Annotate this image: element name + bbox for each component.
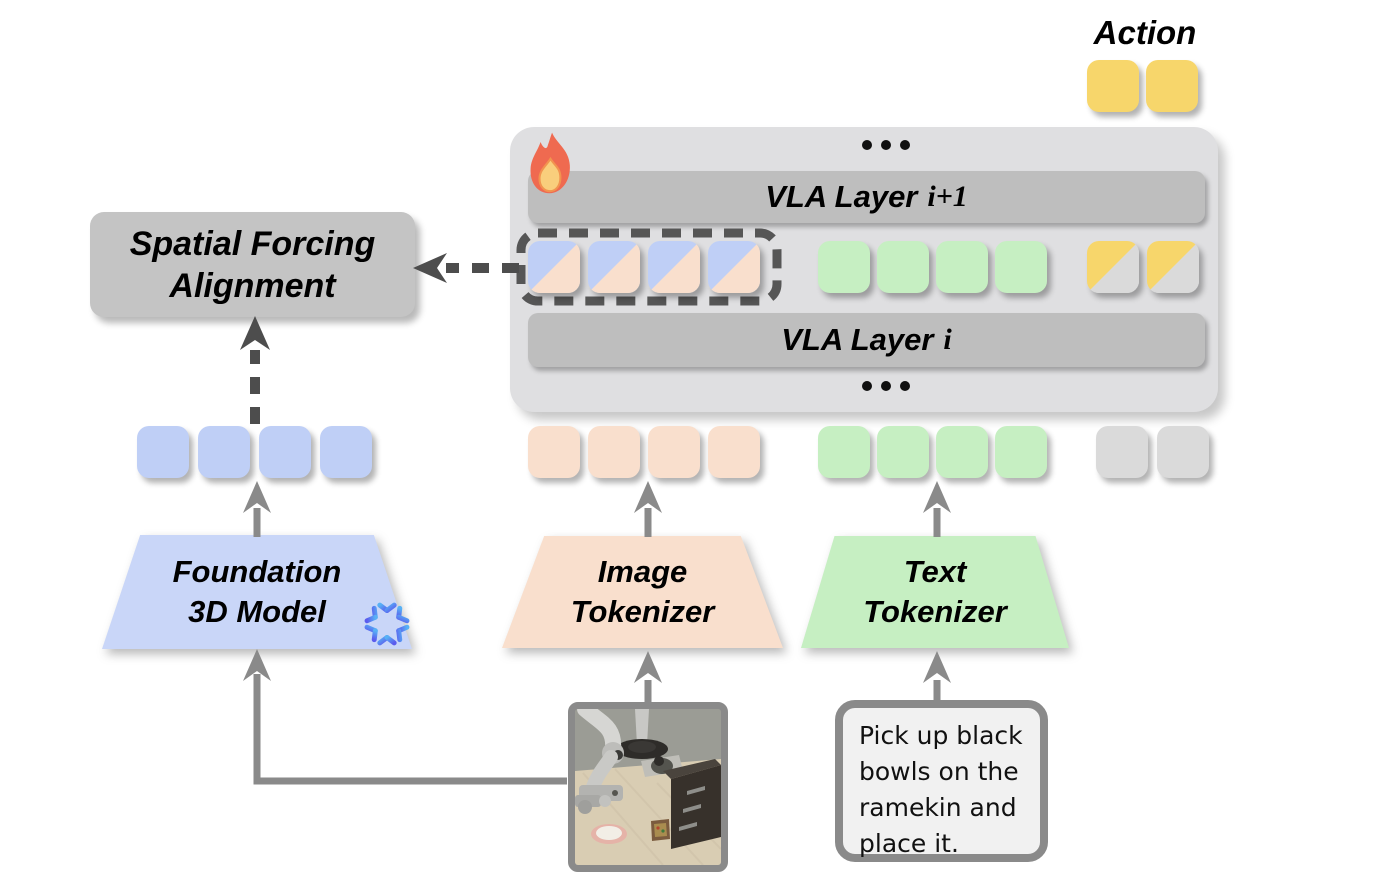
image-token: [588, 426, 640, 478]
text-input-token: [818, 426, 870, 478]
vla-layer-i1-bar: VLA Layer i+1: [528, 171, 1205, 223]
instruction-text-box: Pick up black bowls on the ramekin and p…: [835, 700, 1048, 862]
aligned-visual-token: [648, 241, 700, 293]
image-tokenizer-line2: Tokenizer: [570, 594, 715, 629]
empty-action-token: [1096, 426, 1148, 478]
3d-feature-token: [259, 426, 311, 478]
action-label: Action: [1093, 14, 1197, 51]
vla-layer-i-label: VLA Layer: [781, 322, 934, 357]
action-output-token: [1087, 60, 1139, 112]
spatial-forcing-alignment-box: Spatial Forcing Alignment: [90, 212, 415, 317]
empty-action-token: [1157, 426, 1209, 478]
instruction-line2: bowls on the: [859, 757, 1019, 786]
dashed-selection-border: [516, 228, 782, 306]
instruction-line4: place it.: [859, 829, 959, 858]
snowflake-icon: [364, 599, 410, 649]
aligned-visual-token: [588, 241, 640, 293]
vla-layer-i-index: i: [943, 323, 952, 356]
aligned-visual-token: [708, 241, 760, 293]
foundation-3d-model: Foundation 3D Model: [102, 535, 412, 649]
robot-scene-image: [568, 702, 728, 872]
foundation-line2: 3D Model: [188, 594, 326, 629]
text-token: [995, 241, 1047, 293]
instruction-line3: ramekin and: [859, 793, 1017, 822]
3d-feature-token: [320, 426, 372, 478]
3d-feature-token: [198, 426, 250, 478]
vla-layer-i-bar: VLA Layer i: [528, 313, 1205, 367]
vla-layer-i1-index: i+1: [927, 180, 968, 213]
3d-feature-token: [137, 426, 189, 478]
text-token: [877, 241, 929, 293]
foundation-line1: Foundation: [172, 554, 342, 589]
vla-layer-i1-label: VLA Layer: [765, 179, 918, 214]
aligned-visual-token: [528, 241, 580, 293]
robot-scene-art: [575, 709, 721, 865]
image-token: [528, 426, 580, 478]
text-token: [936, 241, 988, 293]
text-input-token: [995, 426, 1047, 478]
spatial-forcing-line1: Spatial Forcing: [129, 224, 376, 263]
instruction-line1: Pick up black: [859, 721, 1023, 750]
fire-icon: [530, 132, 570, 194]
ellipsis-bottom: [862, 381, 910, 391]
image-tokenizer-line1: Image: [597, 554, 688, 589]
text-tokenizer-line1: Text: [903, 554, 967, 589]
action-output-token: [1146, 60, 1198, 112]
image-token: [708, 426, 760, 478]
text-tokenizer: Text Tokenizer: [801, 536, 1069, 648]
spatial-forcing-line2: Alignment: [169, 266, 336, 305]
text-tokenizer-line2: Tokenizer: [863, 594, 1007, 629]
action-hidden-token: [1087, 241, 1139, 293]
text-input-token: [877, 426, 929, 478]
ellipsis-top: [862, 140, 910, 150]
action-hidden-token: [1147, 241, 1199, 293]
image-tokenizer: Image Tokenizer: [502, 536, 783, 648]
text-token: [818, 241, 870, 293]
text-input-token: [936, 426, 988, 478]
image-token: [648, 426, 700, 478]
